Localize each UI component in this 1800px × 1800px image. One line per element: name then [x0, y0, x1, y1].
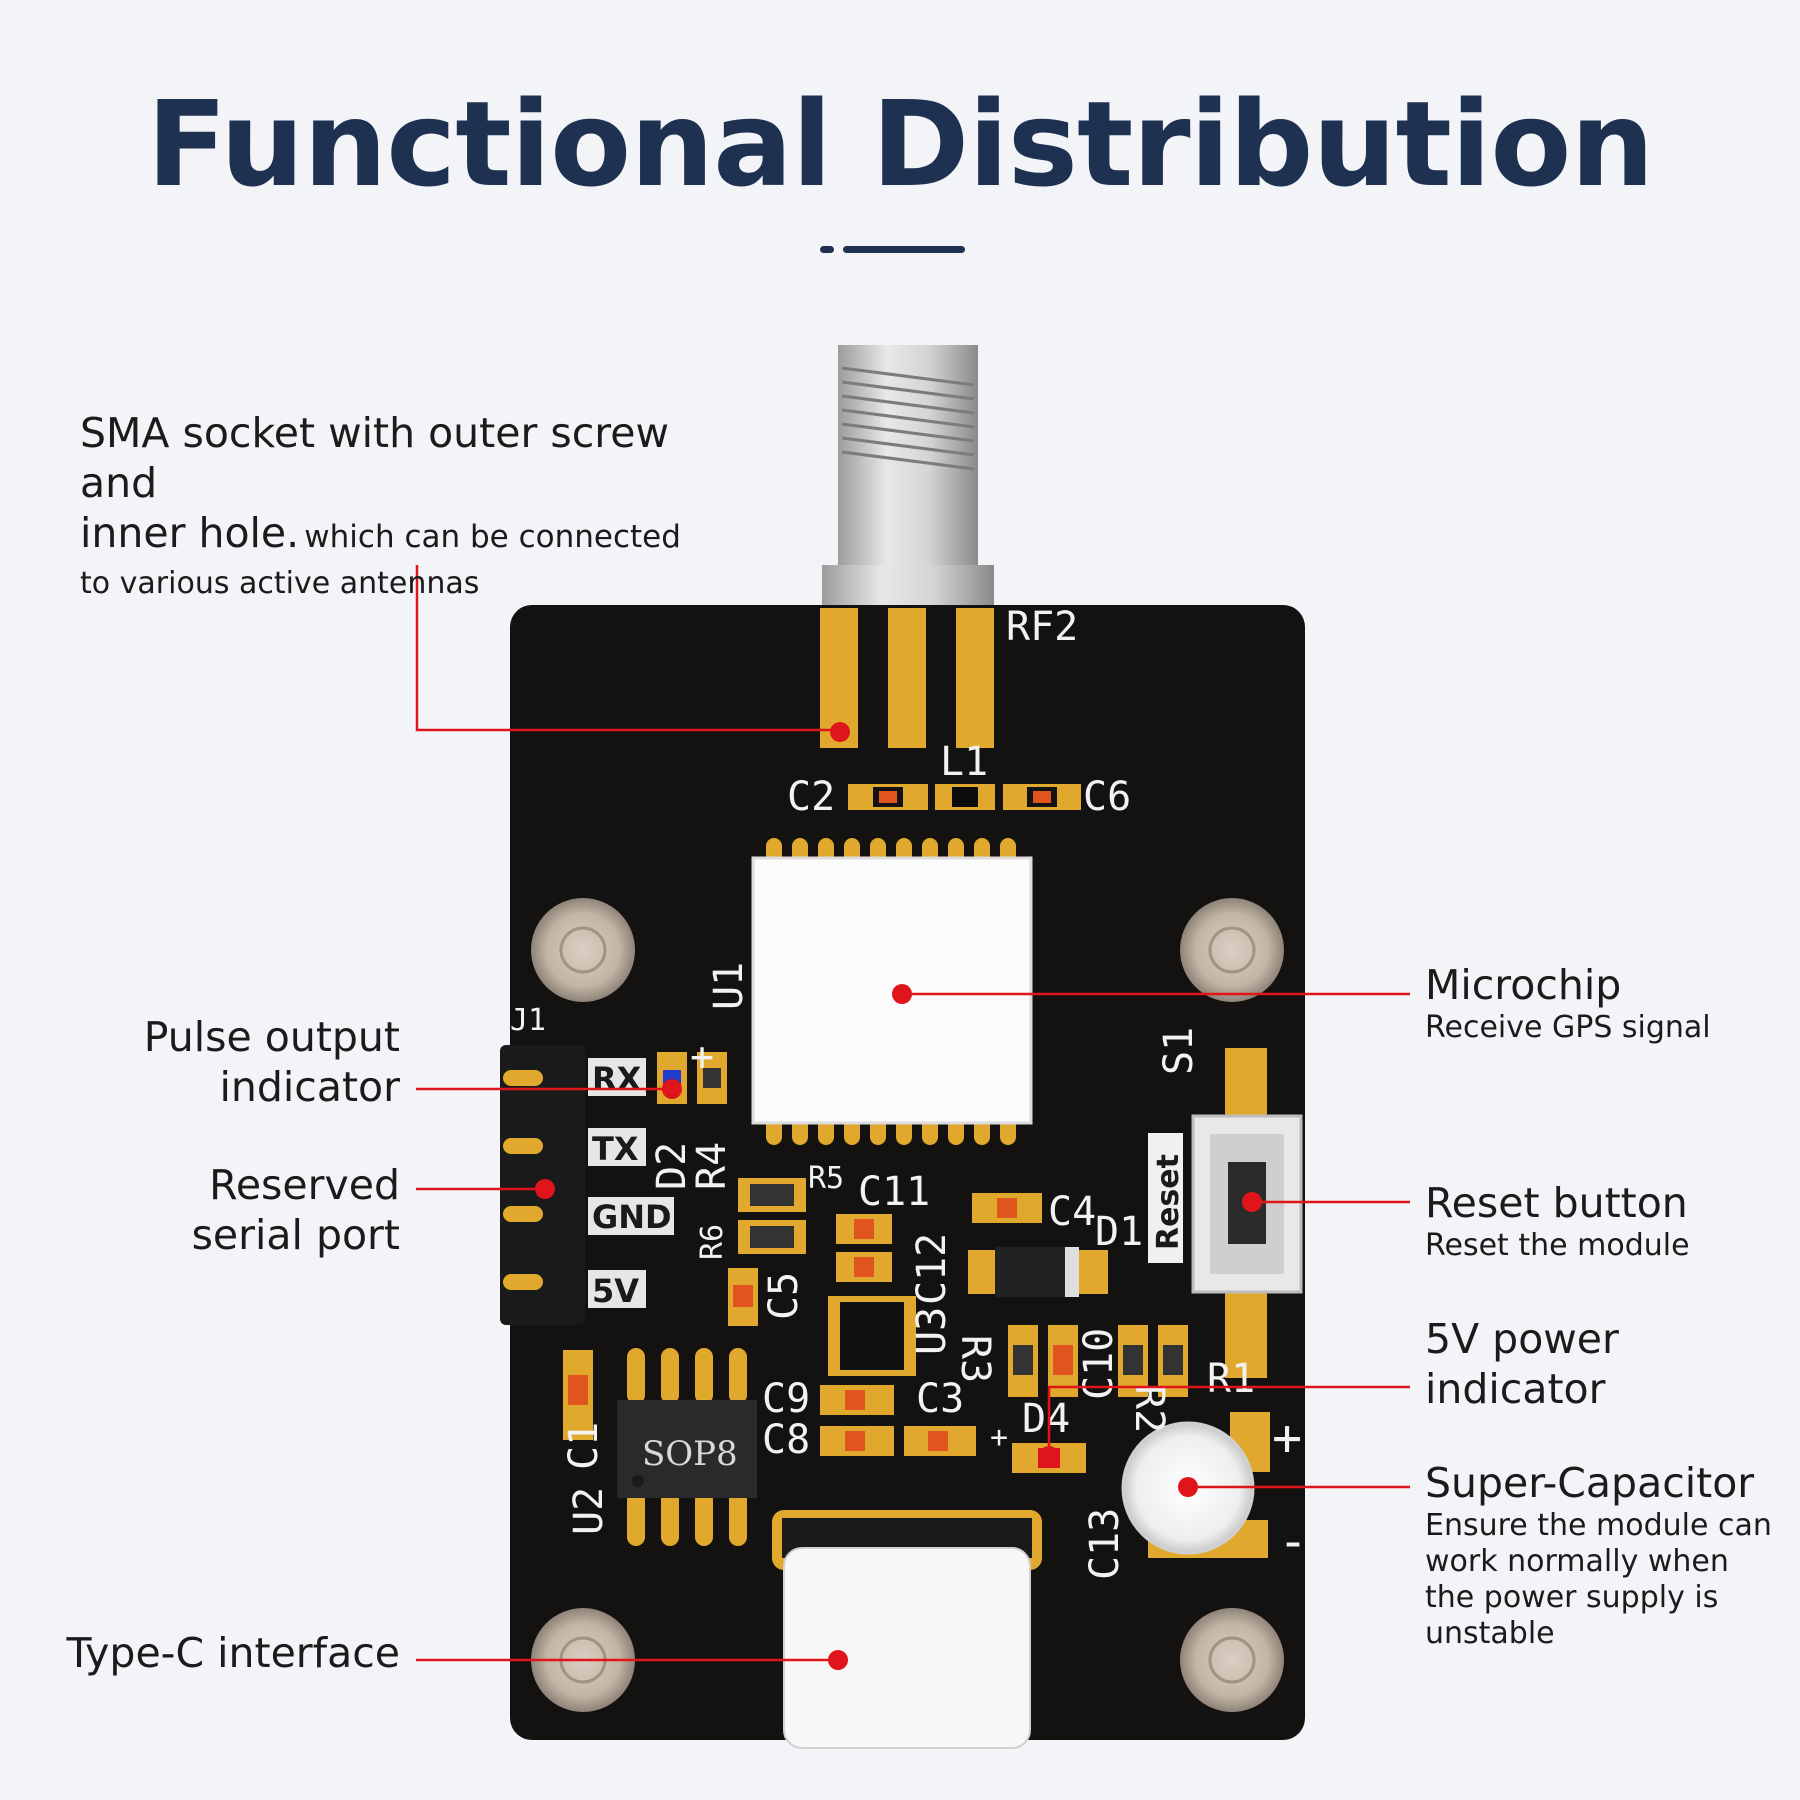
callout-power-line1: 5V power [1425, 1315, 1619, 1363]
pin-label-tx: TX [592, 1130, 639, 1168]
callout-power: 5V power indicator [1425, 1314, 1785, 1414]
callout-microchip-sub: Receive GPS signal [1425, 1010, 1711, 1045]
callout-serial: Reserved serial port [0, 1160, 400, 1260]
silk-d4: D4 [1022, 1396, 1070, 1442]
callout-sma-line2-sub: which can be connected [304, 519, 681, 555]
silk-plus-d2: + [690, 1034, 714, 1080]
silk-s1: S1 [1156, 1027, 1202, 1075]
passives-right [1008, 1325, 1188, 1397]
callout-serial-line1: Reserved [209, 1161, 400, 1209]
silk-c12: C12 [909, 1233, 955, 1305]
silk-c10: C10 [1076, 1328, 1122, 1400]
gps-module-u1 [751, 838, 1033, 1145]
callout-sma-line2-main: inner hole. [80, 509, 300, 557]
silk-r6: R6 [695, 1224, 730, 1260]
silk-r3: R3 [952, 1335, 998, 1383]
silk-c5: C5 [761, 1272, 807, 1320]
callout-supercap-sub3: the power supply is [1425, 1580, 1719, 1615]
type-c-connector [772, 1510, 1042, 1749]
silk-d2: D2 [649, 1142, 695, 1190]
silk-sop8: SOP8 [642, 1434, 738, 1474]
callout-sma-line2: inner hole. which can be connected [80, 508, 740, 567]
title-divider-bar [843, 246, 965, 253]
silk-c11: C11 [858, 1169, 930, 1215]
header-pin-labels: RX TX GND 5V Reset [592, 1060, 1186, 1310]
callout-sma-line1: SMA socket with outer screw and [80, 409, 669, 507]
callout-supercap-sub1: Ensure the module can [1425, 1508, 1772, 1543]
page-title: Functional Distribution [146, 75, 1655, 213]
callout-supercap-sub4: unstable [1425, 1616, 1555, 1651]
callout-reset: Reset button Reset the module [1425, 1178, 1785, 1264]
silk-reset: Reset [1151, 1154, 1186, 1250]
silk-c8: C8 [762, 1417, 810, 1463]
pin-label-gnd: GND [592, 1198, 672, 1236]
callout-lines [415, 565, 1410, 1662]
silk-c1: C1 [561, 1422, 607, 1470]
silk-r1: R1 [1207, 1356, 1255, 1402]
silk-u1: U1 [706, 962, 752, 1010]
filter-components [848, 784, 1081, 810]
callout-pulse: Pulse output indicator [0, 1012, 400, 1112]
silk-c9: C9 [762, 1376, 810, 1422]
silk-c3: C3 [916, 1376, 964, 1422]
silk-r4: R4 [689, 1142, 735, 1190]
passives-left [728, 1178, 916, 1376]
callout-reset-sub: Reset the module [1425, 1228, 1690, 1263]
silk-l1: L1 [940, 739, 988, 785]
silk-c13: C13 [1082, 1508, 1128, 1580]
sop8-chip [617, 1348, 757, 1546]
callout-supercap: Super-Capacitor Ensure the module can wo… [1425, 1458, 1785, 1652]
callout-typec-line1: Type-C interface [66, 1629, 401, 1677]
callout-pulse-line2: indicator [219, 1063, 400, 1111]
silk-j1: J1 [510, 1003, 546, 1038]
callout-dots [535, 722, 1262, 1670]
silk-rf2: RF2 [1006, 604, 1078, 650]
callout-microchip-title: Microchip [1425, 961, 1622, 1009]
silk-minus-cap: - [1278, 1512, 1308, 1570]
silk-c4: C4 [1048, 1189, 1096, 1235]
sma-connector [822, 345, 994, 607]
silk-plus-d4: + [990, 1420, 1008, 1455]
silk-c2: C2 [787, 774, 835, 820]
sma-thread-lines [841, 366, 975, 471]
silkscreen-labels: RF2 L1 C2 C6 U1 J1 + D2 R4 R5 R6 C5 C11 … [510, 604, 1308, 1580]
title-divider-dot [820, 246, 834, 253]
callout-supercap-sub2: work normally when [1425, 1544, 1729, 1579]
callout-microchip: Microchip Receive GPS signal [1425, 960, 1785, 1046]
callout-sma: SMA socket with outer screw and inner ho… [80, 408, 740, 601]
silk-u3: U3 [909, 1307, 955, 1355]
silk-r2: R2 [1126, 1385, 1172, 1433]
silk-plus-cap: + [1272, 1409, 1302, 1467]
silk-c6: C6 [1083, 774, 1131, 820]
callout-serial-line2: serial port [191, 1211, 400, 1259]
sma-nut [822, 565, 994, 607]
callout-typec: Type-C interface [0, 1628, 401, 1678]
callout-sma-line3: to various active antennas [80, 566, 480, 601]
silk-u2: U2 [566, 1487, 612, 1535]
passives-c4-d1 [968, 1193, 1108, 1297]
callout-pulse-line1: Pulse output [143, 1013, 400, 1061]
callout-line-power [1047, 1385, 1410, 1456]
callout-line-sma [415, 565, 840, 732]
silk-d1: D1 [1095, 1209, 1143, 1255]
pin-label-rx: RX [592, 1060, 642, 1098]
pin-label-5v: 5V [592, 1272, 639, 1310]
callout-power-line2: indicator [1425, 1365, 1606, 1413]
callout-reset-title: Reset button [1425, 1179, 1688, 1227]
callout-supercap-title: Super-Capacitor [1425, 1459, 1755, 1507]
silk-r5: R5 [808, 1161, 844, 1196]
